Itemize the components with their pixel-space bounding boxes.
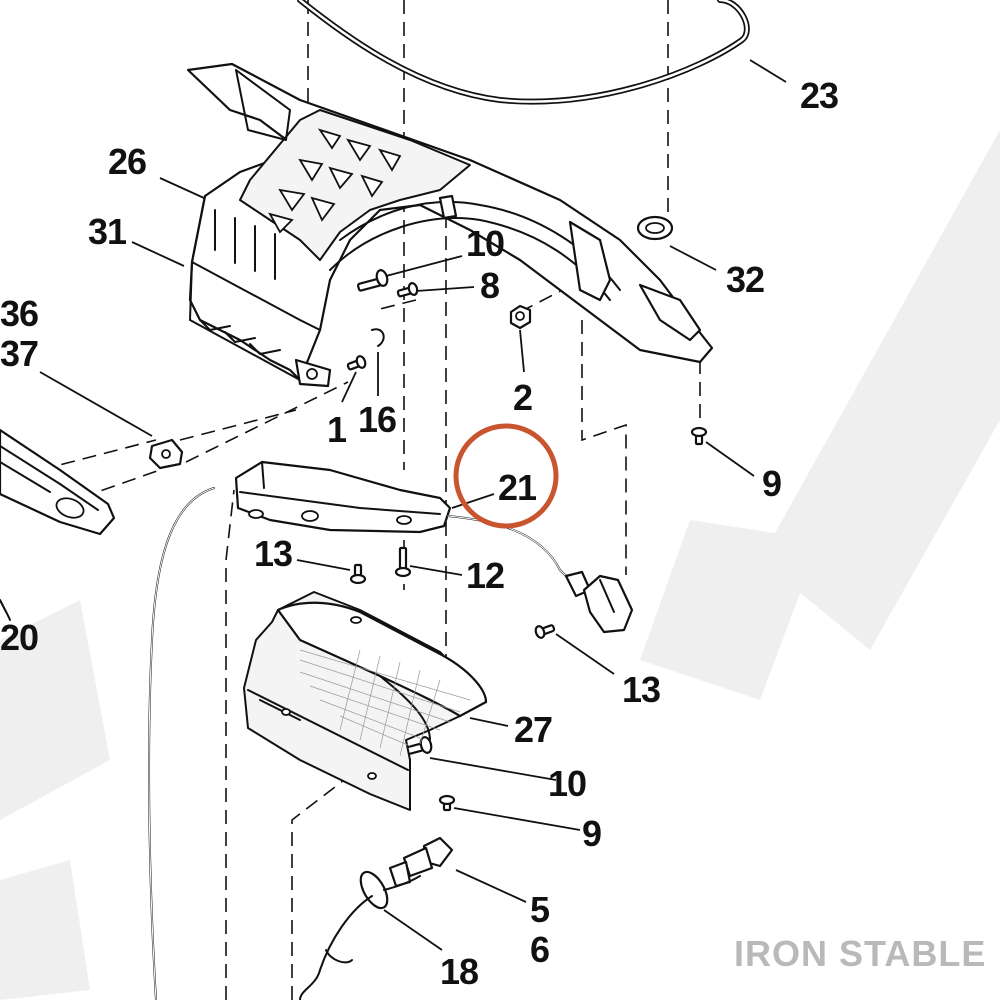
highlight-circle	[453, 423, 559, 529]
callout-23: 23	[800, 75, 838, 116]
screw-13-left	[349, 563, 367, 585]
callout-31: 31	[88, 211, 127, 252]
callout-13-right: 13	[622, 669, 660, 710]
callout-26: 26	[108, 141, 146, 182]
callout-10-lower: 10	[548, 763, 586, 804]
callout-5: 5	[530, 889, 550, 930]
connector-36-37	[148, 438, 184, 470]
screw-8	[396, 282, 419, 298]
clip-16	[371, 328, 385, 347]
screw-9-lower	[438, 794, 456, 812]
screw-9-upper	[690, 426, 708, 446]
callout-10-upper: 10	[466, 223, 504, 264]
screw-10-upper	[356, 269, 389, 292]
fasteners	[346, 269, 708, 812]
housing-21	[148, 460, 634, 1000]
brand-watermark: IRON STABLE	[734, 933, 986, 974]
callout-12: 12	[466, 555, 504, 596]
heat-shield-27	[243, 591, 488, 811]
screw-12	[394, 546, 412, 578]
nut	[509, 304, 532, 330]
washer	[636, 215, 674, 241]
callout-6: 6	[530, 929, 549, 970]
callout-2: 2	[513, 377, 532, 418]
callout-9-lower: 9	[582, 813, 601, 854]
callout-8: 8	[480, 265, 499, 306]
plug-and-wire	[299, 836, 454, 1000]
callout-21: 21	[498, 467, 537, 508]
screw-1	[346, 355, 367, 371]
screw-13-right	[534, 624, 556, 639]
callout-37: 37	[0, 333, 38, 374]
seal-loop	[297, 0, 750, 105]
side-trim	[0, 428, 116, 621]
bracket-frame	[186, 62, 714, 388]
callout-32: 32	[726, 259, 764, 300]
callout-13-left: 13	[254, 533, 292, 574]
callout-18: 18	[440, 951, 478, 992]
callout-1: 1	[327, 409, 347, 450]
callout-27: 27	[514, 709, 552, 750]
callout-36: 36	[0, 293, 38, 334]
callout-16: 16	[358, 399, 396, 440]
callout-9-upper: 9	[762, 463, 781, 504]
background-watermark	[0, 130, 1000, 1000]
callout-labels: 23 26 31 10 8 32 36 37 2 1 16 9 21 13 12…	[0, 75, 839, 992]
callout-20: 20	[0, 617, 38, 658]
leader-lines	[0, 59, 787, 951]
